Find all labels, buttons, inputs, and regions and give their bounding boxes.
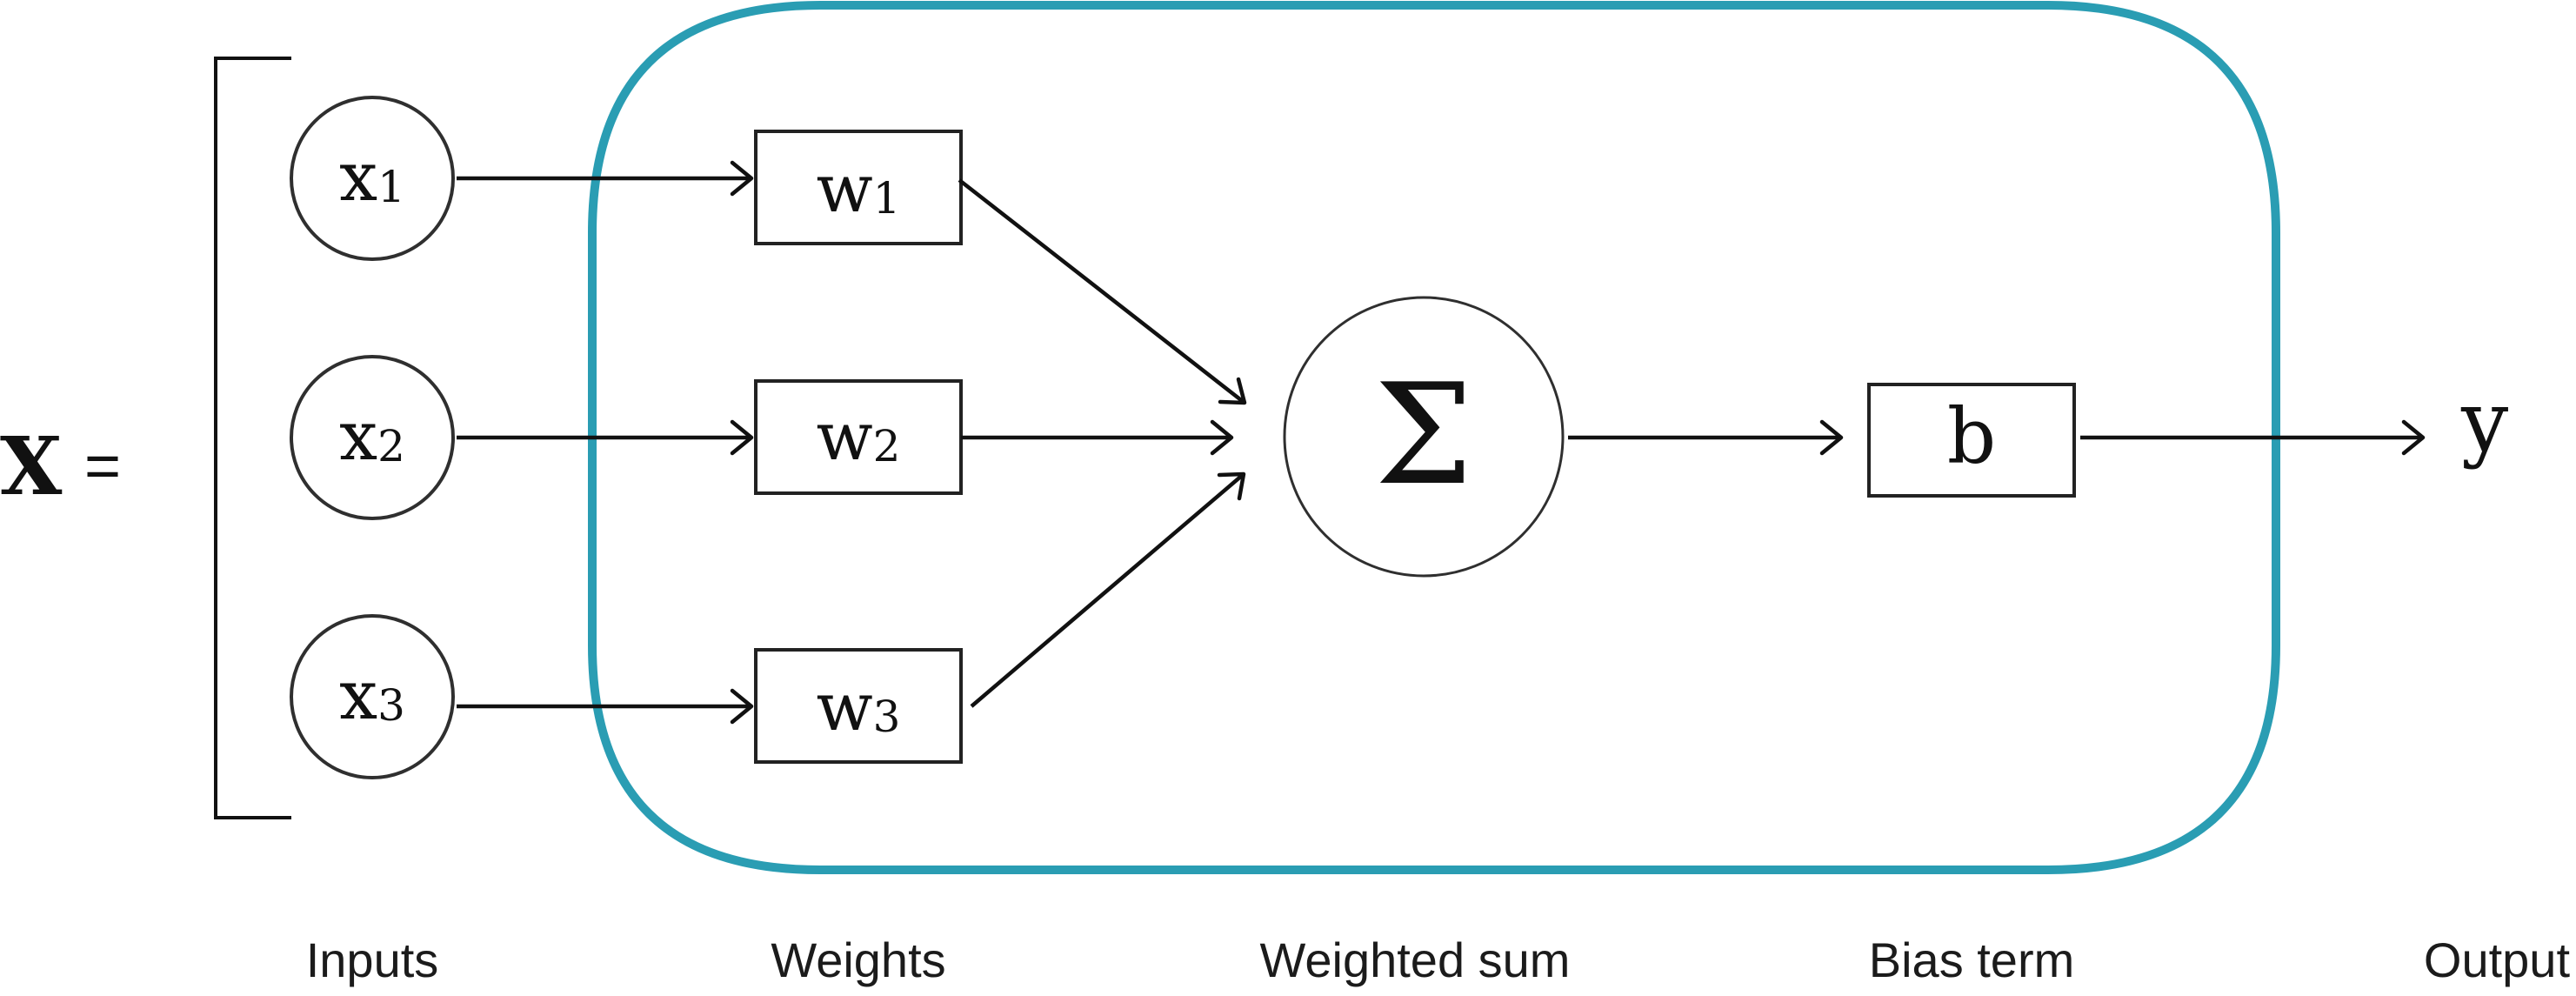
edge-x1-to-w1 [457, 160, 754, 197]
summation-circle [1283, 296, 1565, 578]
stage-label-weights: Weights [771, 932, 945, 987]
input-node-x1: x1 [290, 96, 455, 261]
edge-w2-to-sum [961, 419, 1234, 456]
bias-box-rect [1867, 383, 2076, 498]
svg-text:x3: x3 [339, 657, 405, 735]
input-vector-bracket [214, 57, 291, 819]
output-symbol: y [2460, 373, 2508, 471]
weight-box-w1: w1 [754, 130, 963, 245]
edge-bias-to-output [2080, 419, 2426, 456]
neuron-boundary-frame [588, 1, 2280, 874]
input-node-circle [290, 96, 455, 261]
input-node-circle [290, 614, 455, 779]
weight-box-w3: w3 [754, 648, 963, 764]
edge-w3-to-sum [970, 471, 1246, 708]
edge-w1-to-sum [958, 178, 1247, 405]
svg-text:w2: w2 [817, 398, 901, 475]
input-symbol: x [339, 398, 377, 476]
input-subscript: 1 [377, 162, 405, 212]
stage-label-bias-term: Bias term [1869, 932, 2075, 987]
stage-label-inputs: Inputs [306, 932, 439, 987]
edge-x2-to-w2 [457, 419, 754, 456]
input-subscript: 2 [377, 421, 405, 471]
weight-box-rect [754, 648, 963, 764]
input-symbol: x [339, 657, 377, 735]
svg-text:w3: w3 [817, 668, 901, 745]
weight-symbol: w [817, 150, 873, 227]
svg-text:x2: x2 [339, 398, 405, 476]
bias-symbol: b [1947, 391, 1996, 481]
svg-text:w1: w1 [817, 150, 901, 227]
input-vector-label: X [0, 419, 63, 513]
weight-subscript: 2 [873, 421, 901, 471]
input-node-x3: x3 [290, 614, 455, 779]
weight-symbol: w [817, 668, 873, 745]
equals-sign: = [84, 431, 121, 501]
input-symbol: x [339, 138, 377, 217]
weight-symbol: w [817, 398, 873, 475]
weight-subscript: 1 [873, 173, 901, 224]
input-node-circle [290, 355, 455, 520]
stage-label-output: Output [2424, 932, 2571, 987]
bias-box: b [1867, 383, 2076, 498]
weight-box-w2: w2 [754, 379, 963, 495]
weight-box-rect [754, 130, 963, 245]
weight-subscript: 3 [873, 692, 901, 742]
edge-sum-to-bias [1568, 419, 1844, 456]
input-node-x2: x2 [290, 355, 455, 520]
summation-node: Σ [1283, 296, 1565, 578]
stage-label-weighted-sum: Weighted sum [1260, 932, 1571, 987]
input-subscript: 3 [377, 680, 405, 731]
summation-symbol: Σ [1374, 353, 1472, 516]
edge-x3-to-w3 [457, 688, 754, 725]
svg-text:x1: x1 [339, 138, 405, 217]
